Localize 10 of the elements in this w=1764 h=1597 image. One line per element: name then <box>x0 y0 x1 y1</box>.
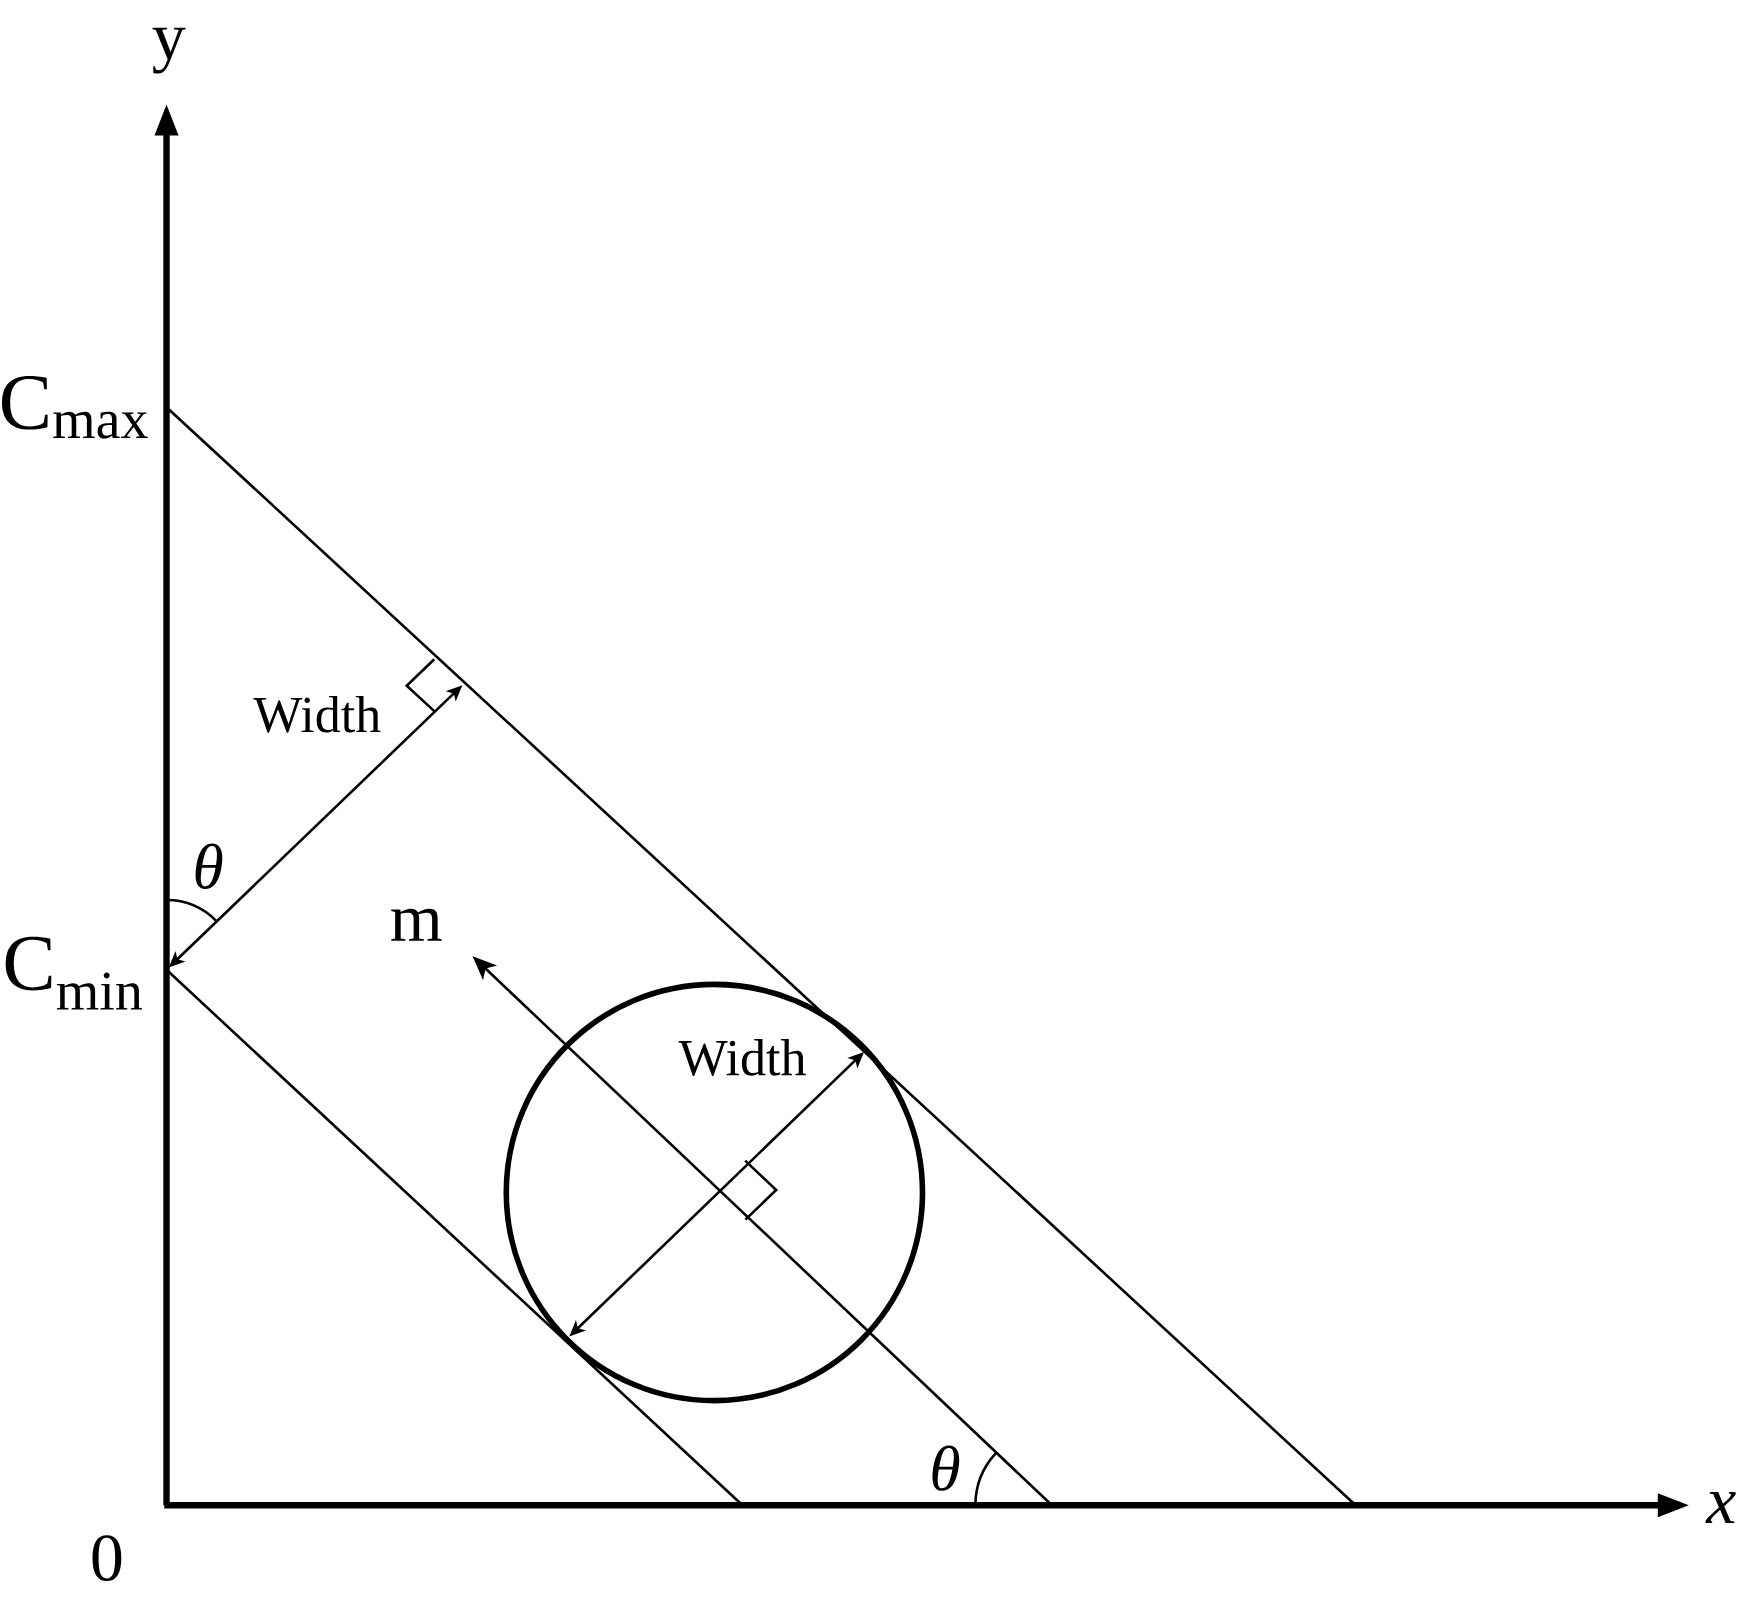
dimension-label: Width <box>253 695 381 733</box>
intercept-label: C$_{min}$ <box>5 936 142 1010</box>
axis-label: x <box>1705 1491 1736 1524</box>
axis-label: y <box>152 27 186 74</box>
angle-label: θ <box>195 843 223 889</box>
origin-label: 0 <box>92 1535 122 1582</box>
angle-label: θ <box>932 1445 960 1491</box>
dimension-label: Width <box>678 1039 806 1076</box>
intercept-label: C$_{max}$ <box>2 375 148 439</box>
direction-label: m <box>391 908 442 941</box>
